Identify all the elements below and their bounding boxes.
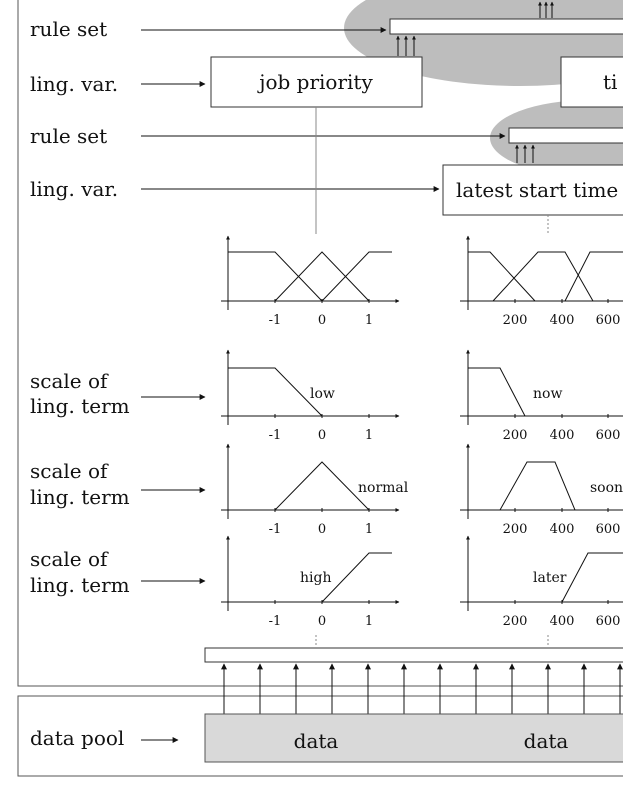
label-scale-1-line2: ling. term xyxy=(30,394,130,418)
soon-tick-400: 400 xyxy=(550,522,575,537)
now-tick-600: 600 xyxy=(596,428,621,443)
term-normal: normal xyxy=(358,480,409,496)
normal-tick-neg1: -1 xyxy=(269,522,282,537)
term-later: later xyxy=(533,570,567,586)
jp-all-tick-1: 1 xyxy=(365,313,373,328)
upper-frame xyxy=(17,0,623,687)
now-tick-400: 400 xyxy=(550,428,575,443)
latest-start-time-all-terms-plot xyxy=(460,235,623,310)
job-priority-all-terms-plot xyxy=(221,235,400,310)
low-term-plot xyxy=(221,349,400,425)
term-high: high xyxy=(300,570,331,586)
label-data-pool: data pool xyxy=(30,726,124,750)
high-tick-0: 0 xyxy=(318,614,326,629)
soon-tick-200: 200 xyxy=(503,522,528,537)
data-pool-arrows xyxy=(221,663,623,714)
soon-tick-600: 600 xyxy=(596,522,621,537)
job-priority-label: job priority xyxy=(257,70,373,94)
lst-all-tick-200: 200 xyxy=(503,313,528,328)
lst-all-tick-600: 600 xyxy=(596,313,621,328)
now-term-plot xyxy=(460,349,623,425)
data-interface-bar xyxy=(204,647,623,663)
label-rule-set-2: rule set xyxy=(30,124,107,148)
data-cell-2: data xyxy=(524,729,569,753)
rule-set-1-bar xyxy=(389,18,623,35)
low-tick-neg1: -1 xyxy=(269,428,282,443)
low-tick-0: 0 xyxy=(318,428,326,443)
data-cell-1: data xyxy=(294,729,339,753)
data-pool-box xyxy=(204,713,623,763)
label-scale-3-line1: scale of xyxy=(30,547,109,571)
later-tick-200: 200 xyxy=(503,614,528,629)
rule-set-2-bar xyxy=(508,127,623,144)
high-term-plot xyxy=(221,535,400,611)
later-tick-600: 600 xyxy=(596,614,621,629)
label-arrows xyxy=(141,27,506,743)
soon-term-plot xyxy=(460,443,623,519)
high-tick-1: 1 xyxy=(365,614,373,629)
normal-tick-1: 1 xyxy=(365,522,373,537)
term-now: now xyxy=(533,386,562,402)
term-low: low xyxy=(310,386,335,402)
lst-all-tick-400: 400 xyxy=(550,313,575,328)
latest-start-time-box xyxy=(442,164,623,216)
label-ling-var-1: ling. var. xyxy=(30,72,118,96)
label-ling-var-2: ling. var. xyxy=(30,177,118,201)
jp-all-tick-neg1: -1 xyxy=(269,313,282,328)
label-rule-set-1: rule set xyxy=(30,17,107,41)
time-box xyxy=(560,56,623,108)
normal-tick-0: 0 xyxy=(318,522,326,537)
normal-term-plot xyxy=(221,443,400,519)
latest-start-time-label: latest start time xyxy=(456,178,618,202)
term-soon: soon xyxy=(590,480,623,496)
time-box-label: ti xyxy=(603,70,617,94)
later-term-plot xyxy=(460,535,623,611)
jp-all-tick-0: 0 xyxy=(318,313,326,328)
rule-set-1-input-arrows xyxy=(396,1,554,163)
later-tick-400: 400 xyxy=(550,614,575,629)
high-tick-neg1: -1 xyxy=(269,614,282,629)
now-tick-200: 200 xyxy=(503,428,528,443)
label-scale-1-line1: scale of xyxy=(30,369,109,393)
low-tick-1: 1 xyxy=(365,428,373,443)
label-scale-2-line1: scale of xyxy=(30,459,109,483)
label-scale-3-line2: ling. term xyxy=(30,573,130,597)
label-scale-2-line2: ling. term xyxy=(30,485,130,509)
connector-lines xyxy=(315,107,549,645)
data-pool-frame xyxy=(17,695,623,777)
